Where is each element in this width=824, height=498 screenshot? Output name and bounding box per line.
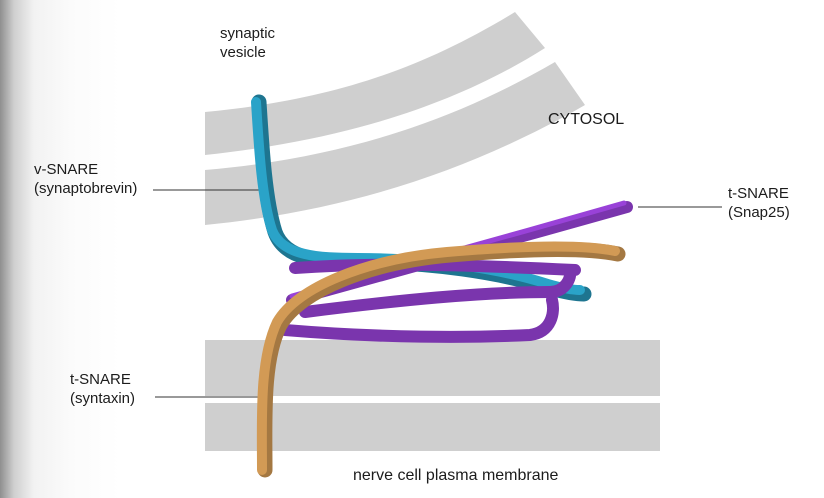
v-snare-label-line2: (synaptobrevin) xyxy=(34,179,137,198)
v-snare-label-line1: v-SNARE xyxy=(34,160,137,179)
snap25-label-line2: (Snap25) xyxy=(728,203,790,222)
snap25-label: t-SNARE (Snap25) xyxy=(728,184,790,222)
synaptic-vesicle-label: synaptic vesicle xyxy=(220,24,275,62)
syntaxin-label: t-SNARE (syntaxin) xyxy=(70,370,135,408)
snap25-protein xyxy=(285,203,627,337)
synaptic-vesicle-label-line2: vesicle xyxy=(220,43,275,62)
plasma-membrane-lower-leaflet xyxy=(205,403,660,451)
cytosol-label: CYTOSOL xyxy=(548,110,624,129)
synaptic-vesicle-label-line1: synaptic xyxy=(220,24,275,43)
syntaxin-label-line1: t-SNARE xyxy=(70,370,135,389)
syntaxin-label-line2: (syntaxin) xyxy=(70,389,135,408)
snap25-label-line1: t-SNARE xyxy=(728,184,790,203)
plasma-membrane-label: nerve cell plasma membrane xyxy=(353,466,558,485)
v-snare-label: v-SNARE (synaptobrevin) xyxy=(34,160,137,198)
